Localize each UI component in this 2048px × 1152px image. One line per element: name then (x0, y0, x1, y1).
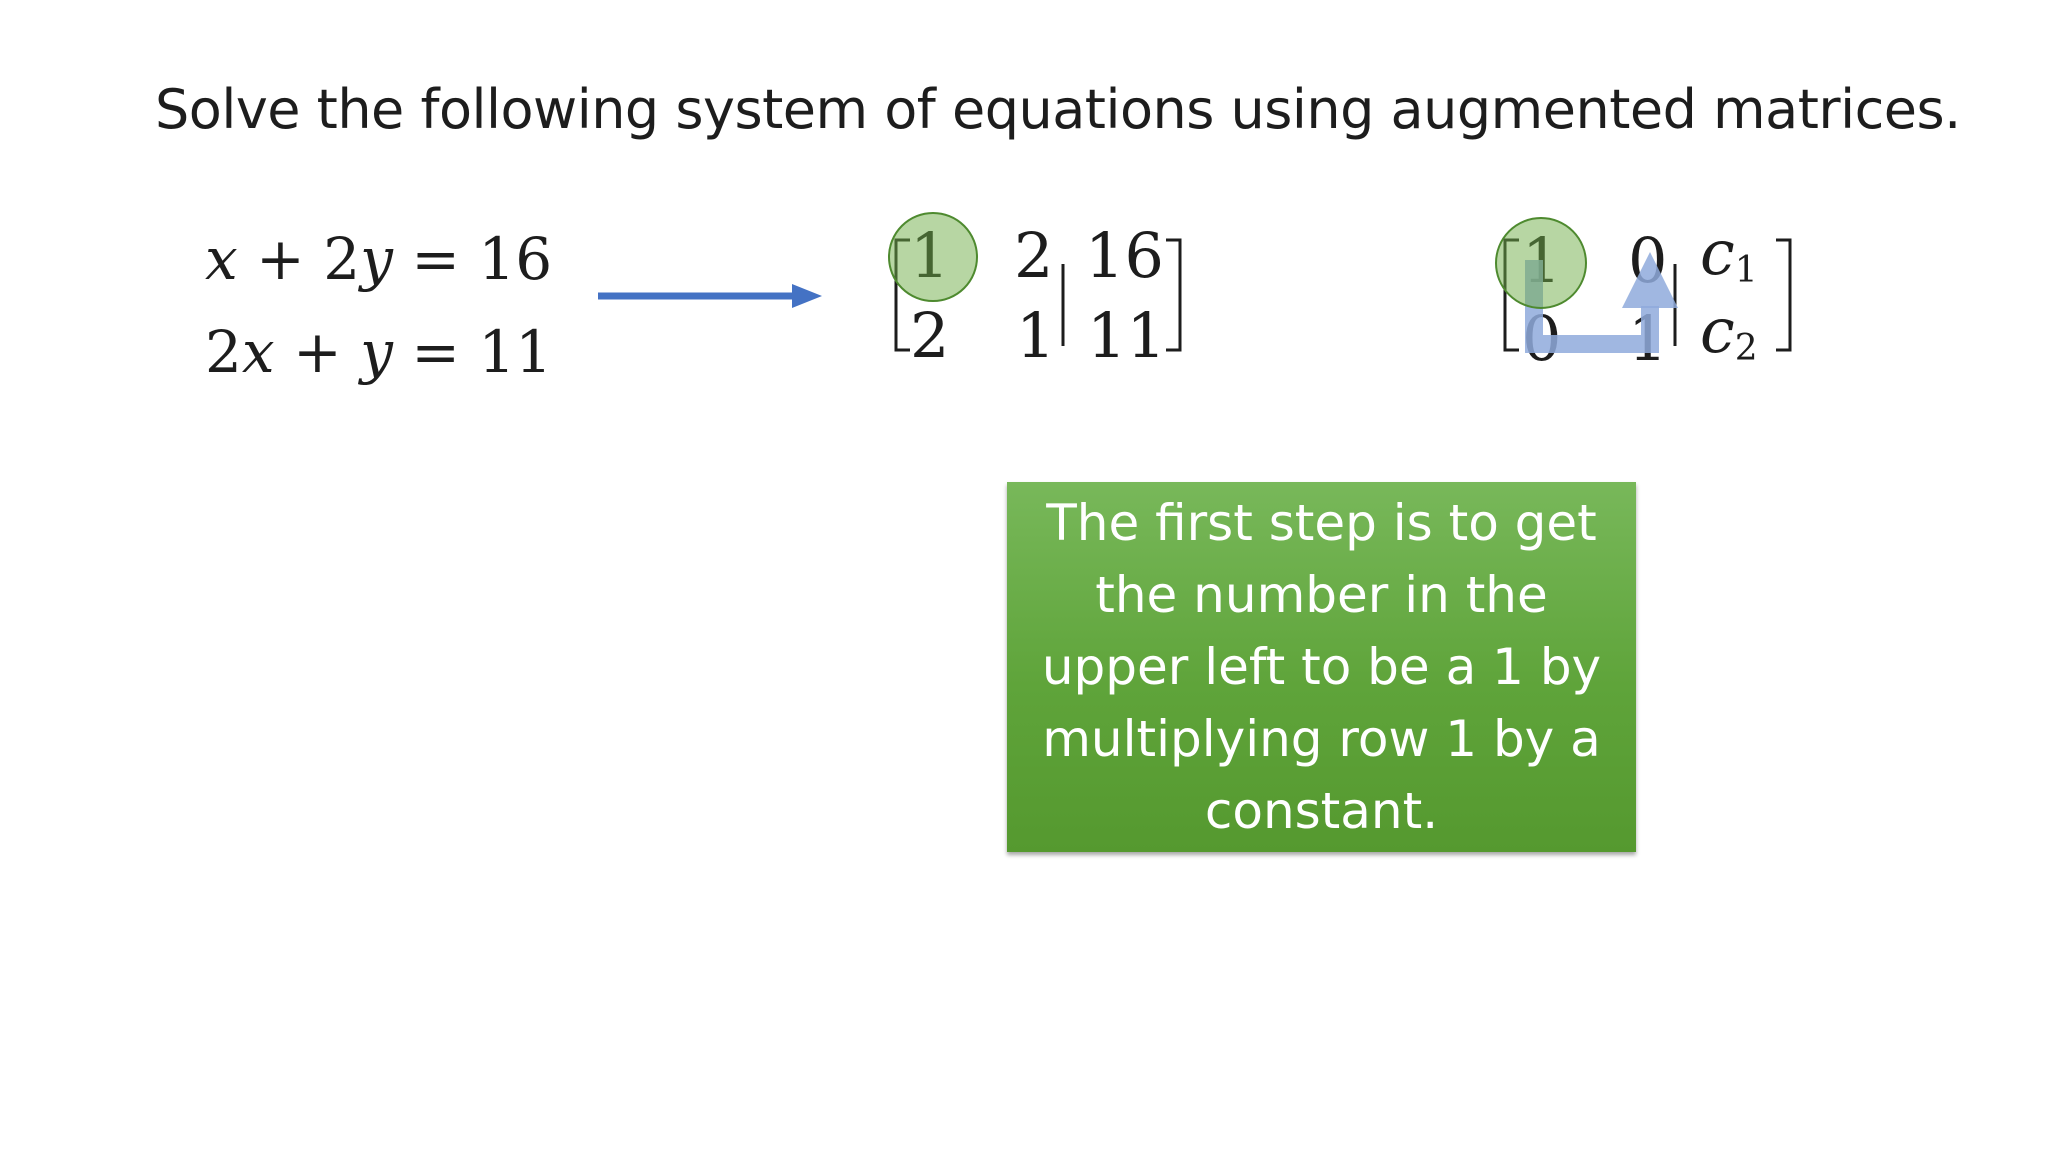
augment-bar-icon (1061, 264, 1065, 346)
matrix-start-r1c2: 2 (1014, 219, 1054, 292)
callout-text: The first step is to get the number in t… (1041, 494, 1602, 840)
eq2-plus: + (293, 318, 342, 386)
callout-box: The first step is to get the number in t… (1007, 482, 1636, 852)
right-arrow-icon (598, 284, 822, 308)
eq1-plus: + (256, 225, 305, 293)
eq2-var-x: x (241, 318, 275, 386)
eq1-var-x: x (205, 225, 238, 293)
eq2-equals: = (411, 318, 460, 386)
matrix-goal-r2c3: c2 (1700, 294, 1758, 369)
highlight-circle (1495, 217, 1587, 309)
eq2-coef-x: 2 (205, 318, 242, 386)
highlight-circle (888, 212, 978, 302)
eq1-rhs: 16 (478, 225, 553, 293)
eq1-equals: = (411, 225, 460, 293)
right-bracket-icon (1166, 238, 1182, 352)
equation-2: 2x + y = 11 (205, 318, 552, 386)
eq1-coef-y: 2 (323, 225, 361, 293)
matrix-start-r2c2: 1 (1016, 299, 1056, 372)
slide-title: Solve the following system of equations … (155, 78, 1961, 141)
matrix-start-r2c1: 2 (910, 299, 950, 372)
matrix-start-r2c3: 11 (1087, 299, 1166, 372)
eq2-var-y: y (360, 318, 393, 386)
eq2-rhs: 11 (478, 318, 553, 386)
right-bracket-icon (1776, 238, 1792, 352)
matrix-goal-r1c3: c1 (1700, 216, 1758, 291)
equation-1: x + 2y = 16 (205, 225, 552, 293)
eq1-var-y: y (360, 225, 393, 293)
matrix-start-r1c3: 16 (1085, 219, 1164, 292)
